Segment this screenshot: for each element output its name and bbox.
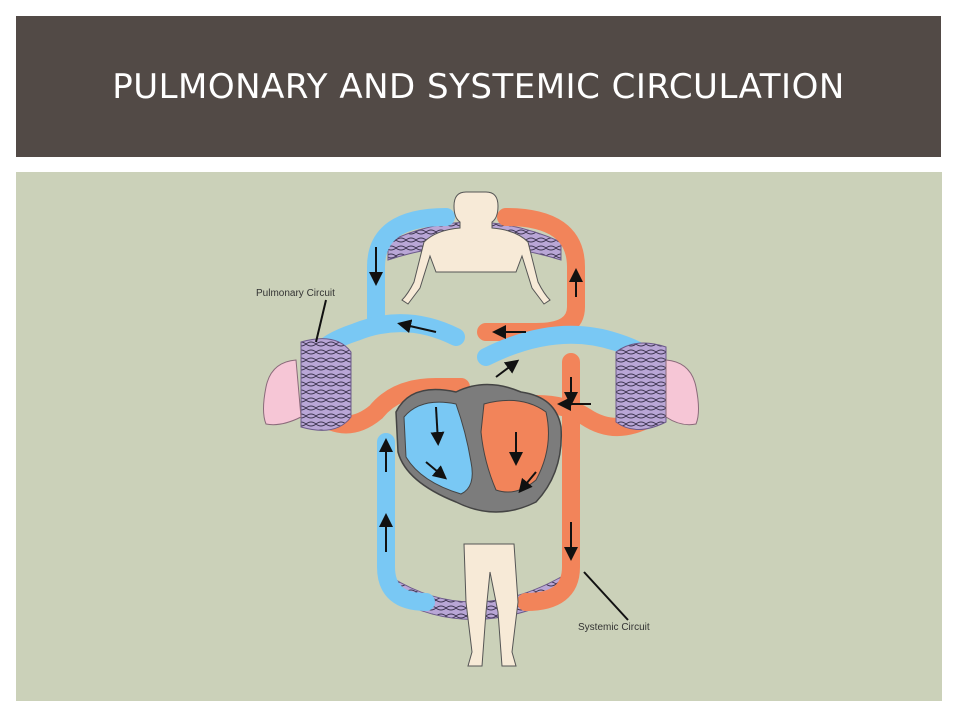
systemic-vein-lower: [377, 433, 435, 611]
right-lung-capillary-bed: [615, 342, 667, 430]
left-lung: [263, 359, 302, 426]
pulmonary-circuit-label: Pulmonary Circuit: [256, 288, 335, 299]
flow-arrows: [369, 247, 591, 561]
systemic-artery-descending: [517, 353, 580, 611]
systemic-circuit-leader: [583, 571, 629, 621]
circulation-diagram: Pulmonary Circuit Systemic Circuit: [256, 191, 699, 667]
lower-body-figure: [463, 543, 519, 667]
pulmonary-circuit-leader: [315, 299, 327, 343]
heart-left-side: [480, 399, 549, 493]
slide-title: PULMONARY AND SYSTEMIC CIRCULATION: [112, 66, 845, 107]
systemic-circuit-label: Systemic Circuit: [578, 622, 650, 633]
left-lung-capillary-bed: [300, 338, 352, 431]
title-bar: PULMONARY AND SYSTEMIC CIRCULATION: [16, 16, 941, 157]
heart-right-side: [403, 401, 473, 495]
diagram-panel: Pulmonary Circuit Systemic Circuit: [16, 172, 942, 701]
right-lung: [665, 359, 699, 426]
upper-body-figure: [401, 191, 551, 305]
